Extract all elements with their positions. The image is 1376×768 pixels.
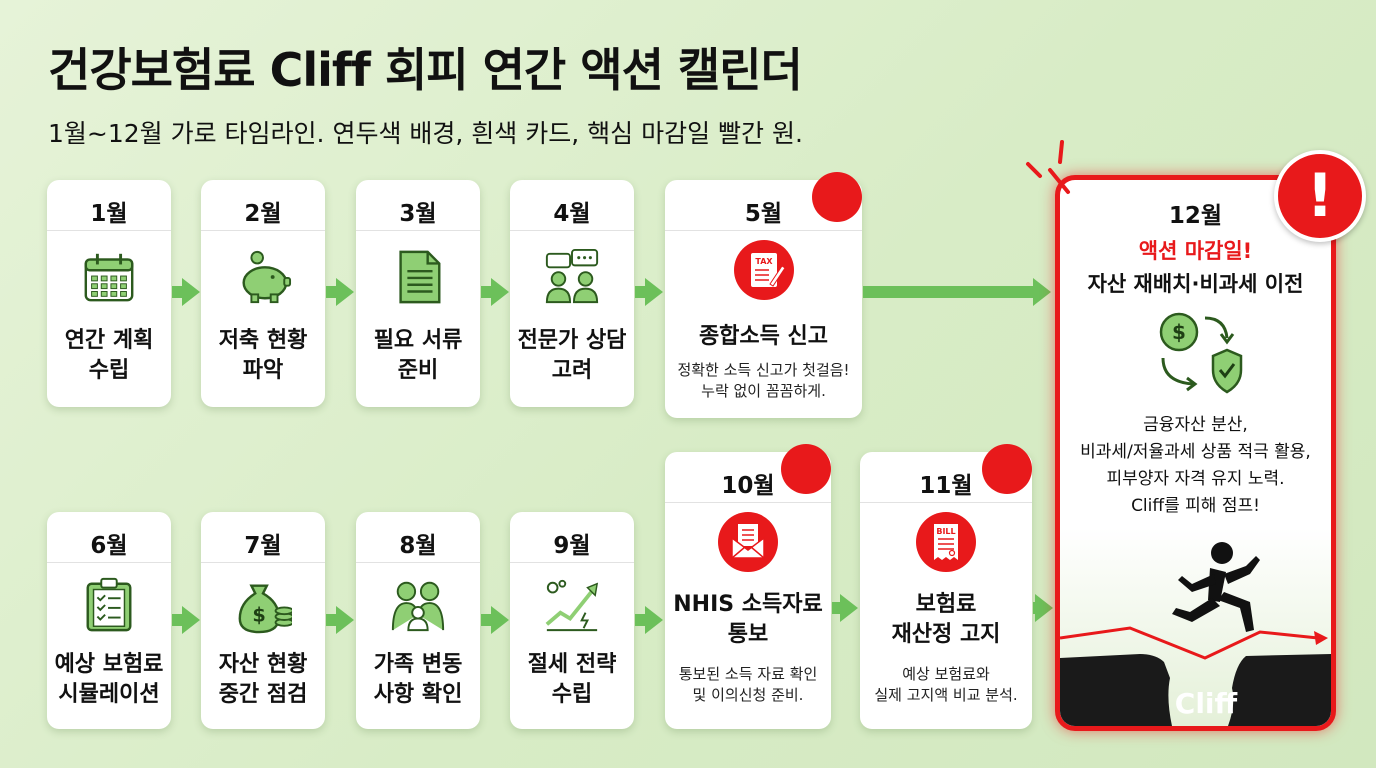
- money-bag-icon: $: [234, 576, 294, 638]
- divider: [510, 562, 634, 563]
- consultation-icon: [543, 248, 601, 310]
- cliff-left: [1060, 654, 1172, 726]
- deadline-dot: [781, 444, 831, 494]
- step-description: 정확한 소득 신고가 첫걸음!누락 없이 꼼꼼하게.: [677, 361, 850, 400]
- deadline-label: 액션 마감일!: [1138, 239, 1253, 263]
- page-subtitle: 1월~12월 가로 타임라인. 연두색 배경, 흰색 카드, 핵심 마감일 빨간…: [48, 119, 803, 148]
- tax-form-icon: TAX: [733, 240, 794, 304]
- divider: [356, 230, 480, 231]
- divider: [665, 502, 831, 503]
- clipboard-checklist-icon: [80, 576, 138, 638]
- growth-chart-icon: [543, 576, 601, 638]
- month-label: 12월: [1168, 203, 1223, 229]
- divider: [510, 230, 634, 231]
- flow-arrow: [326, 276, 354, 312]
- month-label: 1월: [90, 201, 128, 227]
- money-shield-exchange-icon: $: [1159, 312, 1243, 394]
- step-label: 종합소득 신고: [698, 324, 829, 349]
- flow-arrow: [481, 276, 509, 312]
- month-label: 9월: [553, 533, 591, 559]
- flow-arrow: [832, 592, 858, 628]
- divider: [201, 562, 325, 563]
- flow-arrow: [1033, 592, 1053, 628]
- deadline-dot: [982, 444, 1032, 494]
- divider: [860, 502, 1032, 503]
- document-icon: [389, 248, 447, 310]
- month-label: 5월: [744, 201, 783, 227]
- flow-arrow: [172, 604, 200, 640]
- flow-arrow: [863, 276, 1051, 312]
- month-label: 4월: [553, 201, 591, 227]
- cliff-right: [1228, 654, 1331, 726]
- svg-text:BILL: BILL: [936, 527, 955, 536]
- card-month-12: 12월 액션 마감일! 자산 재배치·비과세 이전 $ 금융자산 분산,비과세/…: [1055, 175, 1336, 731]
- month-label: 10월: [721, 473, 775, 499]
- flow-arrow: [481, 604, 509, 640]
- divider: [356, 562, 480, 563]
- cliff-label: Cliff: [1175, 687, 1238, 720]
- deadline-dot: [812, 172, 862, 222]
- calendar-icon: [80, 248, 138, 310]
- flow-arrow: [635, 604, 663, 640]
- month-label: 3월: [399, 201, 437, 227]
- divider: [47, 230, 171, 231]
- svg-text:$: $: [252, 603, 265, 626]
- month-label: 6월: [90, 533, 128, 559]
- divider: [47, 562, 171, 563]
- flow-arrow: [326, 604, 354, 640]
- envelope-icon: [718, 512, 778, 576]
- month-label: 7월: [244, 533, 282, 559]
- flow-arrow: [172, 276, 200, 312]
- page-title: 건강보험료 Cliff 회피 연간 액션 캘린더: [48, 43, 803, 97]
- svg-text:$: $: [1172, 320, 1186, 344]
- alert-spikes-icon: [1026, 140, 1070, 194]
- divider: [665, 230, 862, 231]
- piggy-bank-icon: [234, 248, 292, 310]
- final-headline: 자산 재배치·비과세 이전: [1087, 272, 1304, 296]
- flow-arrow: [635, 276, 663, 312]
- cliff-jump-illustration: Cliff: [1060, 528, 1331, 726]
- svg-text:TAX: TAX: [755, 257, 773, 266]
- month-label: 11월: [919, 473, 973, 499]
- divider: [201, 230, 325, 231]
- final-description: 금융자산 분산,비과세/저율과세 상품 적극 활용,피부양자 자격 유지 노력.…: [1080, 415, 1311, 516]
- bill-icon: BILL: [916, 512, 976, 576]
- runner-icon: [1172, 542, 1260, 632]
- month-label: 2월: [244, 201, 282, 227]
- alert-icon: !: [1274, 150, 1366, 242]
- family-icon: [389, 576, 447, 638]
- month-label: 8월: [399, 533, 437, 559]
